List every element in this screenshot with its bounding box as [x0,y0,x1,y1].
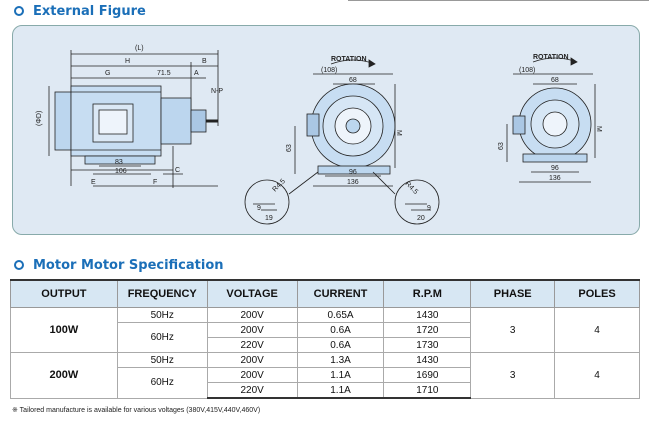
table-header-row: OUTPUT FREQUENCY VOLTAGE CURRENT R.P.M P… [10,279,640,308]
rotation-label-2: ROTATION [533,54,569,61]
motor-specification-heading: Motor Motor Specification [14,256,224,274]
side-view-drawing [48,50,219,188]
dim-H: H [125,58,130,65]
external-figure-title: External Figure [33,3,146,19]
voltage-cell: 220V [206,337,298,353]
dim-9-right: 9 [427,205,431,212]
rpm-cell: 1710 [383,382,472,399]
dim-M-2: M [595,126,602,132]
table-row: 220V 1.1A 1710 [11,382,640,399]
frequency-cell: 50Hz [116,307,208,323]
frequency-cell: 50Hz [116,352,208,368]
phase-cell: 3 [470,307,556,353]
header-poles: POLES [554,279,640,308]
rpm-cell: 1730 [383,337,472,353]
dim-136-2: 136 [549,175,561,182]
bullet-circle-icon [14,6,24,16]
dim-C: C [175,167,180,174]
dim-83: 83 [115,159,123,166]
current-cell: 0.6A [296,337,385,353]
dim-71-5: 71.5 [157,70,171,77]
dim-63-1: 63 [286,144,293,152]
rpm-cell: 1690 [383,367,472,383]
front-view-200w-drawing [506,57,596,183]
voltage-cell: 200V [206,307,298,323]
front-view-100w-drawing [244,59,440,225]
current-cell: 1.1A [296,382,385,399]
output-200w: 200W [10,352,118,399]
dim-phiD: (ΦD) [36,111,43,126]
dim-L: (L) [135,45,144,52]
header-voltage: VOLTAGE [206,279,298,308]
poles-cell: 4 [554,352,640,399]
dim-E: E [91,179,96,186]
dim-96-1: 96 [349,169,357,176]
dim-B: B [202,58,207,65]
rpm-cell: 1430 [383,307,472,323]
dim-96-2: 96 [551,165,559,172]
label-N-P: N-P [211,88,223,95]
external-figure-panel: (L) H B G 71.5 A N-P (ΦD) 83 106 C E F R… [12,25,640,235]
bullet-circle-icon [14,260,24,270]
dim-F: F [153,179,157,186]
header-rpm: R.P.M [383,279,472,308]
specification-table: OUTPUT FREQUENCY VOLTAGE CURRENT R.P.M P… [10,279,640,399]
voltage-cell: 220V [206,382,298,399]
rpm-cell: 1720 [383,322,472,338]
dim-M-1: M [395,130,402,136]
voltage-cell: 200V [206,367,298,383]
external-figure-heading: External Figure [14,2,146,20]
dim-A: A [194,70,199,77]
dim-68-1: 68 [349,77,357,84]
dim-68-2: 68 [551,77,559,84]
rotation-label-1: ROTATION [331,56,367,63]
frequency-cell: 60Hz [116,367,208,399]
current-cell: 0.6A [296,322,385,338]
dim-136-1: 136 [347,179,359,186]
dim-19: 19 [265,215,273,222]
dim-108-1: (108) [321,67,337,74]
header-current: CURRENT [296,279,385,308]
table-row: 100W 50Hz 200V 0.65A 1430 3 4 [10,307,640,353]
current-cell: 1.1A [296,367,385,383]
table-row: 220V 0.6A 1730 [11,337,640,353]
phase-cell: 3 [470,352,556,399]
dim-106: 106 [115,168,127,175]
top-rule [348,0,649,1]
motor-specification-title: Motor Motor Specification [33,257,224,273]
dim-9-left: 9 [257,205,261,212]
table-row: 200W 50Hz 200V 1.3A 1430 3 4 [10,352,640,399]
dim-20: 20 [417,215,425,222]
current-cell: 1.3A [296,352,385,368]
voltage-cell: 200V [206,322,298,338]
current-cell: 0.65A [296,307,385,323]
motor-drawings: (L) H B G 71.5 A N-P (ΦD) 83 106 C E F R… [36,45,602,225]
voltage-cell: 200V [206,352,298,368]
poles-cell: 4 [554,307,640,353]
header-phase: PHASE [470,279,556,308]
dim-108-2: (108) [519,67,535,74]
frequency-cell: 60Hz [116,322,208,353]
voltage-note: ※ Tailored manufacture is available for … [12,407,261,414]
header-frequency: FREQUENCY [116,279,208,308]
output-100w: 100W [10,307,118,353]
rpm-cell: 1430 [383,352,472,368]
table-row: 60Hz 200V 1.1A 1690 [11,367,640,399]
header-output: OUTPUT [10,279,118,308]
dim-63-2: 63 [498,142,505,150]
dim-G: G [105,70,110,77]
